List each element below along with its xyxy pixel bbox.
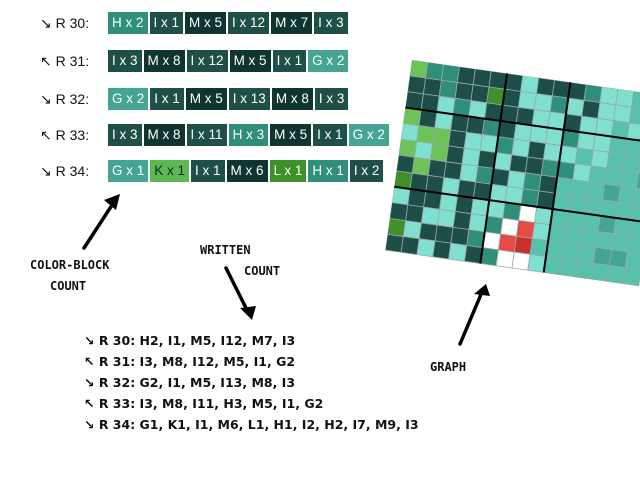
color-block-label: COLOR-BLOCK: [30, 258, 110, 272]
color-block: M x 6: [226, 160, 268, 182]
written-row: ↘ R 32: G2, I1, M5, I13, M8, I3: [84, 375, 296, 390]
color-block: I x 1: [191, 160, 225, 182]
color-block: I x 1: [149, 12, 184, 34]
arrow-to-written-count: [224, 266, 250, 314]
row-number: R 34:: [55, 163, 90, 179]
row-label: ↖ R 31:: [40, 50, 102, 72]
color-block: I x 3: [108, 124, 142, 146]
color-block: I x 3: [108, 50, 142, 72]
color-block: G x 1: [108, 160, 149, 182]
graph-guide-line: [394, 185, 640, 224]
color-block: I x 1: [313, 124, 347, 146]
row-number: R 30:: [55, 15, 90, 31]
color-block: I x 12: [228, 12, 270, 34]
arrowhead-icon: [104, 194, 120, 210]
written-count-label: WRITTEN: [200, 243, 251, 257]
color-block: L x 1: [269, 160, 307, 182]
written-count-label-count: COUNT: [244, 264, 281, 278]
color-block: G x 2: [308, 50, 349, 72]
color-block: M x 8: [271, 88, 313, 110]
color-block: M x 5: [185, 12, 227, 34]
arrow-up-left-icon: ↖: [40, 53, 52, 69]
color-block: M x 8: [143, 50, 185, 72]
graph-cell: [633, 188, 640, 207]
arrow-down-right-icon: ↘: [40, 15, 52, 31]
color-block: H x 1: [308, 160, 348, 182]
color-block: M x 5: [185, 88, 227, 110]
color-block: M x 7: [271, 12, 313, 34]
written-row: ↖ R 33: I3, M8, I11, H3, M5, I1, G2: [84, 396, 324, 411]
row-label: ↖ R 33:: [40, 124, 102, 146]
row-label: ↘ R 32:: [40, 88, 102, 110]
arrowhead-icon: [474, 284, 490, 296]
color-block: M x 5: [229, 50, 271, 72]
color-block: I x 12: [186, 50, 228, 72]
color-block: M x 8: [143, 124, 185, 146]
graph-guide-line: [405, 106, 640, 145]
color-block: I x 1: [150, 88, 184, 110]
row-label: ↘ R 34:: [40, 160, 102, 182]
row-number: R 32:: [55, 91, 90, 107]
row-number: R 31:: [55, 53, 90, 69]
color-block: I x 3: [314, 12, 348, 34]
color-block: K x 1: [150, 160, 190, 182]
color-block-label-count: COUNT: [50, 279, 87, 293]
graph-guide-line: [542, 82, 572, 273]
color-block: H x 2: [108, 12, 148, 34]
arrow-down-right-icon: ↘: [40, 163, 52, 179]
graph-guide-line: [479, 73, 509, 264]
graph-label: GRAPH: [430, 360, 467, 374]
graph-cell: [635, 172, 640, 192]
row-number: R 33:: [55, 127, 90, 143]
arrow-to-graph: [458, 290, 484, 346]
written-count-list: ↘ R 30: H2, I1, M5, I12, M7, I3 ↖ R 31: …: [84, 330, 419, 435]
row-label: ↘ R 30:: [40, 12, 102, 34]
written-row: ↘ R 30: H2, I1, M5, I12, M7, I3: [84, 333, 296, 348]
arrow-up-left-icon: ↖: [40, 127, 52, 143]
arrow-down-right-icon: ↘: [40, 91, 52, 107]
graph-svg: [384, 59, 640, 287]
color-block: I x 3: [314, 88, 349, 110]
color-block: M x 5: [270, 124, 312, 146]
color-block: I x 2: [349, 160, 384, 182]
color-block: G x 2: [348, 124, 389, 146]
color-block: I x 13: [228, 88, 270, 110]
arrow-to-color-block: [82, 200, 116, 250]
color-block: H x 3: [228, 124, 269, 146]
color-block: I x 1: [272, 50, 307, 72]
written-row: ↘ R 34: G1, K1, I1, M6, L1, H1, I2, H2, …: [84, 417, 419, 432]
arrowhead-icon: [240, 306, 256, 320]
written-row: ↖ R 31: I3, M8, I12, M5, I1, G2: [84, 354, 296, 369]
color-block: I x 11: [186, 124, 227, 146]
graph-grid: [379, 59, 640, 334]
color-block: G x 2: [108, 88, 149, 110]
